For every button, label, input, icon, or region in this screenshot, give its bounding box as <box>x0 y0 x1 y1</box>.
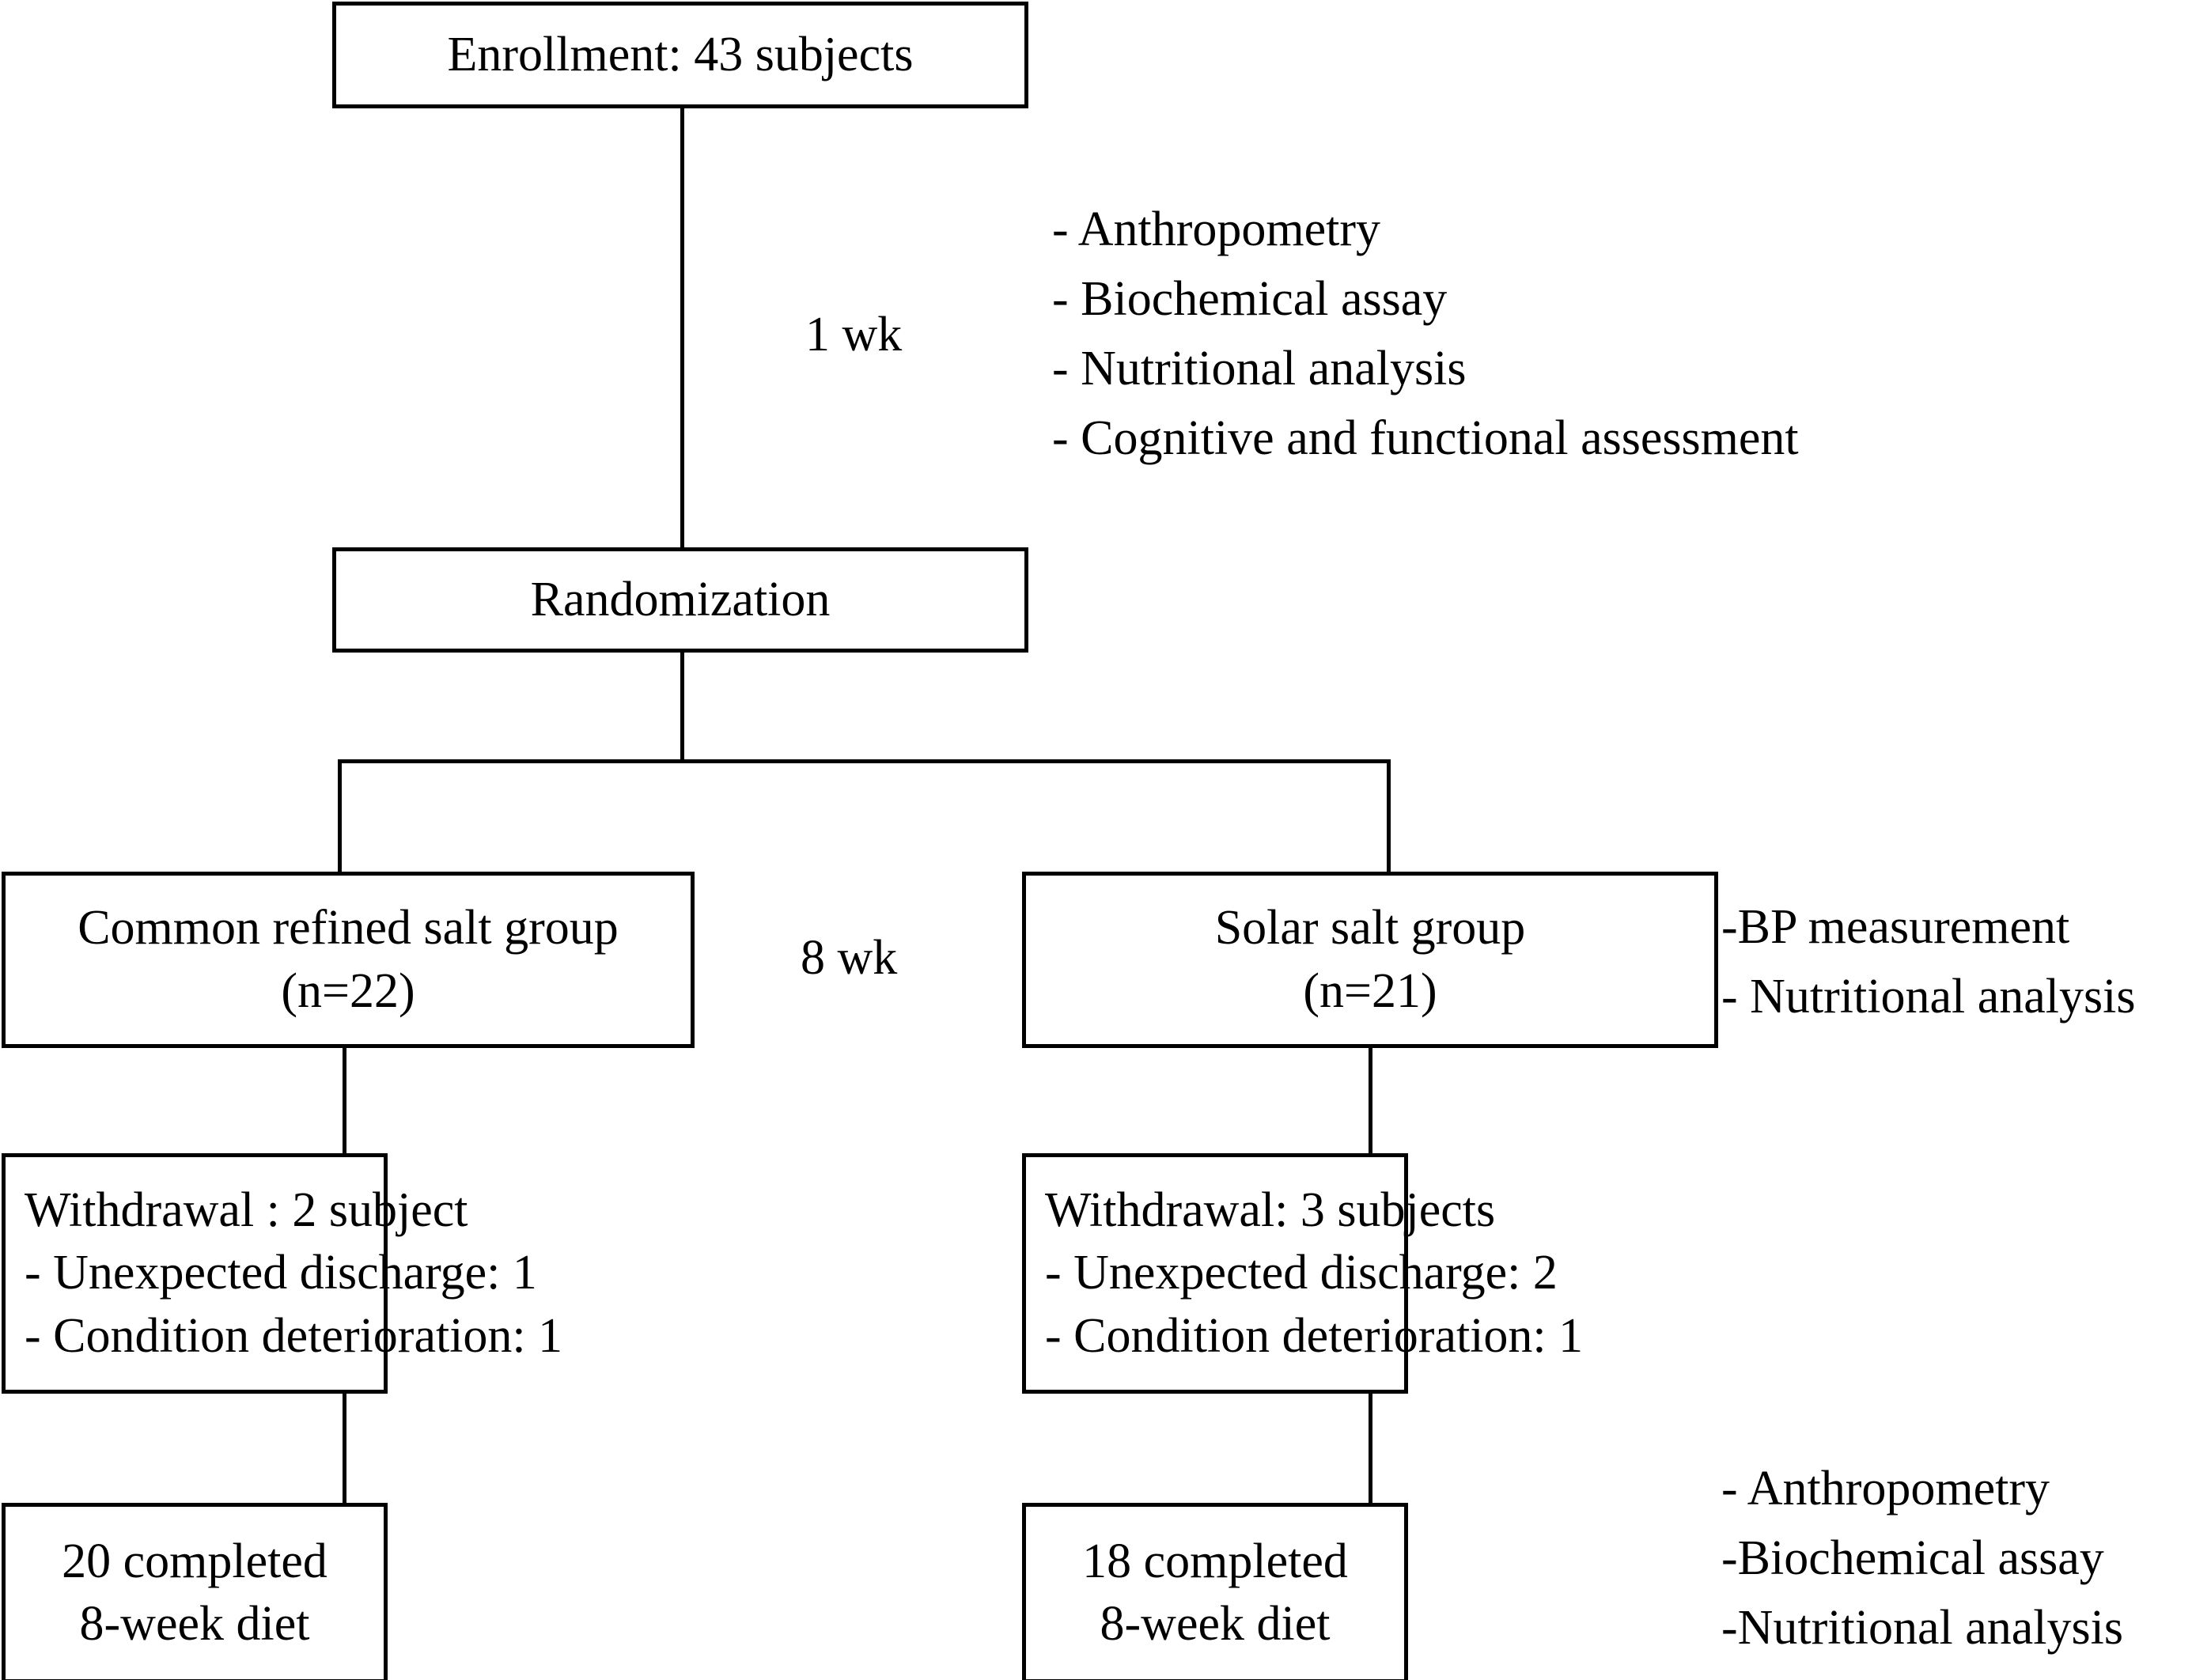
annotation-intervention-measures: -BP measurement - Nutritional analysis <box>1721 892 2135 1031</box>
node-randomization: Randomization <box>332 547 1028 653</box>
node-randomization-line-0: Randomization <box>530 572 831 626</box>
edge-withdrawal-right-to-completed-right <box>1369 1394 1372 1504</box>
annotation-baseline-line-2: - Nutritional analysis <box>1052 342 1467 396</box>
node-completed-solar-salt: 18 completed 8-week diet <box>1022 1503 1408 1680</box>
edge-randomization-stem <box>680 653 684 763</box>
edge-label-1wk: 1 wk <box>805 308 903 361</box>
node-withdrawal-common-refined-salt: Withdrawal : 2 subject - Unexpected disc… <box>2 1153 562 1394</box>
annotation-baseline-line-1: - Biochemical assay <box>1052 272 1448 327</box>
edge-label-8wk: 8 wk <box>801 931 898 985</box>
node-withdrawal-left-line-1: - Unexpected discharge: 1 <box>25 1246 537 1300</box>
annotation-intervention-line-0: -BP measurement <box>1721 900 2070 954</box>
node-withdrawal-solar-salt: Withdrawal: 3 subjects - Unexpected disc… <box>1022 1153 1583 1394</box>
node-completed-right-line-1: 8-week diet <box>1100 1597 1331 1651</box>
node-enrollment: Enrollment: 43 subjects <box>332 2 1028 108</box>
edge-enrollment-to-randomization <box>680 108 684 550</box>
node-group-common-refined-salt: Common refined salt group (n=22) <box>2 872 695 1048</box>
node-withdrawal-left-line-2: - Condition deterioration: 1 <box>25 1308 563 1363</box>
annotation-baseline-assessments: - Anthropometry - Biochemical assay - Nu… <box>1052 195 1799 473</box>
node-withdrawal-right-line-2: - Condition deterioration: 1 <box>1045 1308 1584 1363</box>
annotation-endpoint-line-0: - Anthropometry <box>1721 1462 2050 1515</box>
node-group-left-line-0: Common refined salt group <box>78 901 619 955</box>
node-group-right-line-1: (n=21) <box>1303 963 1437 1018</box>
edge-group-right-to-withdrawal-right <box>1369 1048 1372 1155</box>
edge-split-to-group-left <box>338 759 342 872</box>
node-withdrawal-right-line-1: - Unexpected discharge: 2 <box>1045 1246 1558 1300</box>
edge-randomization-split-bar <box>338 759 1391 763</box>
node-completed-right-line-0: 18 completed <box>1082 1534 1348 1588</box>
node-group-right-line-0: Solar salt group <box>1214 901 1526 955</box>
node-completed-left-line-0: 20 completed <box>62 1534 327 1588</box>
edge-split-to-group-right <box>1387 759 1391 872</box>
node-withdrawal-right-line-0: Withdrawal: 3 subjects <box>1045 1182 1496 1237</box>
edge-group-left-to-withdrawal-left <box>343 1048 346 1155</box>
annotation-endpoint-line-2: -Nutritional analysis <box>1721 1601 2123 1655</box>
annotation-endpoint-assessments: - Anthropometry -Biochemical assay -Nutr… <box>1721 1454 2123 1663</box>
annotation-intervention-line-1: - Nutritional analysis <box>1721 970 2136 1024</box>
node-enrollment-line-0: Enrollment: 43 subjects <box>447 27 914 81</box>
node-group-left-line-1: (n=22) <box>281 963 415 1018</box>
edge-withdrawal-left-to-completed-left <box>343 1394 346 1504</box>
node-completed-left-line-1: 8-week diet <box>79 1597 310 1651</box>
node-group-solar-salt: Solar salt group (n=21) <box>1022 872 1718 1048</box>
annotation-baseline-line-3: - Cognitive and functional assessment <box>1052 411 1799 466</box>
annotation-baseline-line-0: - Anthropometry <box>1052 202 1380 256</box>
node-withdrawal-left-line-0: Withdrawal : 2 subject <box>25 1182 468 1237</box>
annotation-endpoint-line-1: -Biochemical assay <box>1721 1531 2104 1586</box>
node-completed-common-refined-salt: 20 completed 8-week diet <box>2 1503 388 1680</box>
